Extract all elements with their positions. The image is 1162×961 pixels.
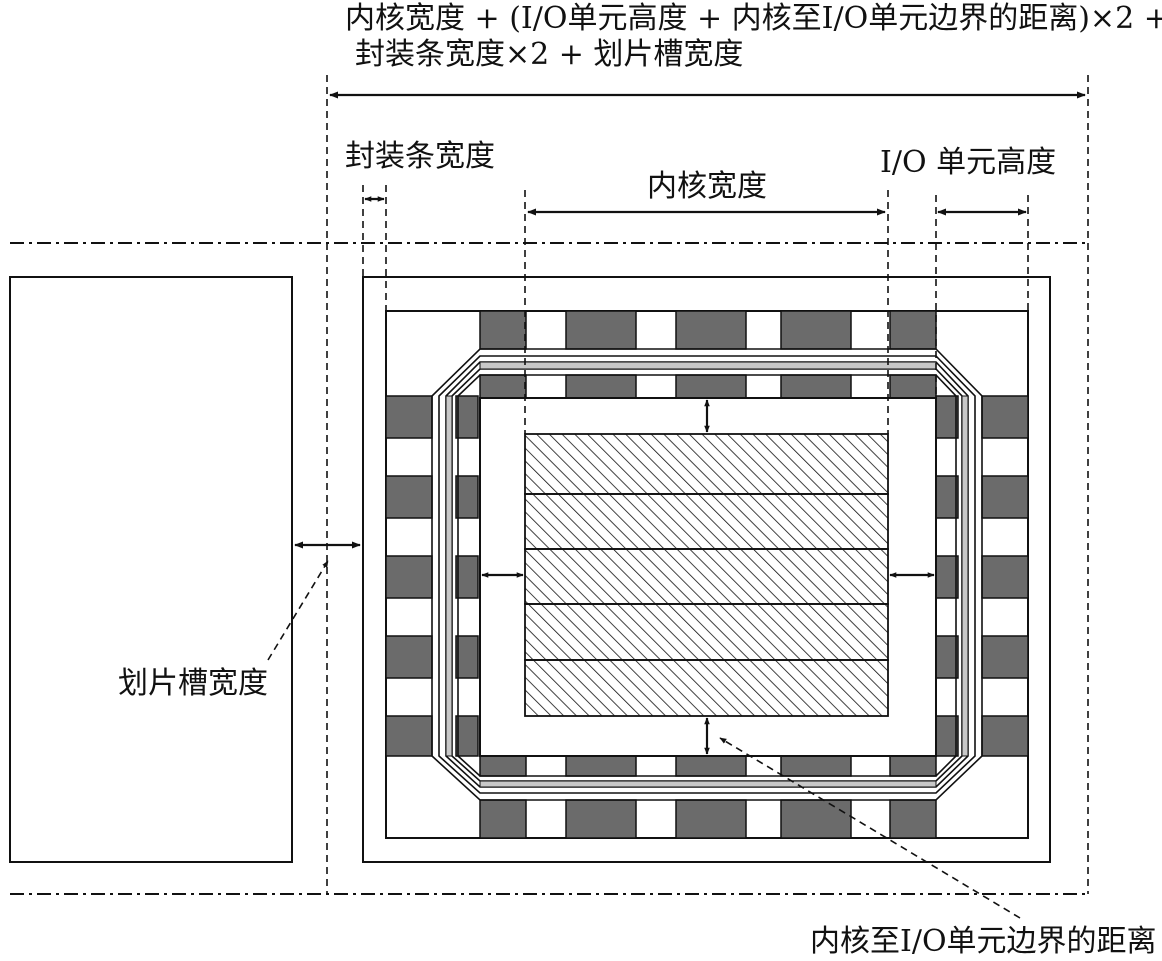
leader-lines: [267, 560, 1021, 919]
scribe-line-width-label: 划片槽宽度: [118, 666, 268, 701]
core-to-io-distance-label: 内核至I/O单元边界的距离: [810, 924, 1157, 959]
extension-lines: [326, 75, 1089, 894]
total-width-label-line2: 封装条宽度×2 + 划片槽宽度: [355, 37, 743, 72]
io-cell-height-label: I/O 单元高度: [880, 145, 1056, 180]
die-outline: [362, 276, 1051, 863]
right-io-pads: [935, 395, 1029, 757]
core-rows: [524, 433, 889, 717]
top-io-pads: [479, 310, 937, 399]
neighbor-die: [9, 276, 293, 863]
scribe-boundaries: [10, 242, 1088, 895]
seal-ring-width-label: 封装条宽度: [345, 139, 495, 174]
total-width-label-line1: 内核宽度 + (I/O单元高度 + 内核至I/O单元边界的距离)×2 +: [345, 1, 1162, 36]
left-io-pads: [385, 395, 479, 757]
bottom-io-pads: [479, 755, 937, 839]
dimension-arrows: [294, 91, 1086, 755]
core-width-label: 内核宽度: [647, 169, 767, 204]
ring-bands: [445, 361, 969, 788]
core-boundary: [479, 397, 937, 757]
